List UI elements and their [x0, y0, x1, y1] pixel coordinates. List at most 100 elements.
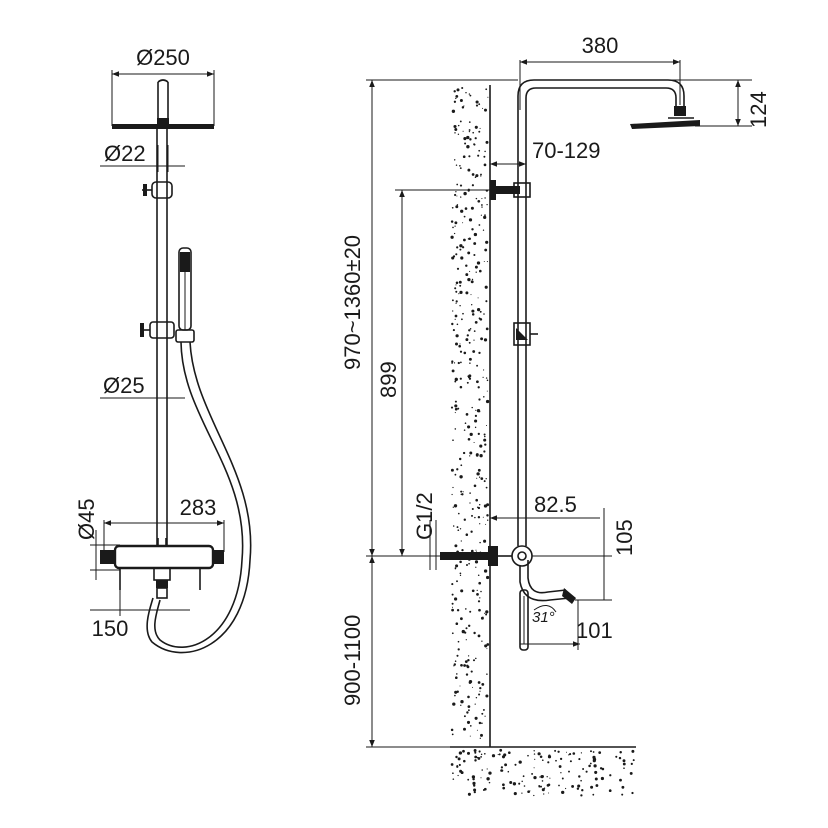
- stipple-dot: [478, 503, 481, 506]
- side-view: 380 124 70-129: [340, 33, 771, 797]
- stipple-dot: [486, 575, 490, 580]
- stipple-dot: [533, 750, 535, 752]
- stipple-dot: [478, 149, 481, 152]
- stipple-dot: [468, 130, 471, 133]
- stipple-dot: [483, 313, 485, 315]
- stipple-dot: [559, 757, 563, 761]
- stipple-dot: [474, 176, 477, 178]
- stipple-dot: [464, 207, 468, 210]
- stipple-dot: [540, 785, 542, 788]
- stipple-dot: [474, 560, 479, 564]
- stipple-dot: [475, 657, 477, 660]
- stipple-dot: [474, 419, 478, 423]
- stipple-dot: [469, 492, 471, 494]
- stipple-dot: [481, 640, 483, 642]
- stipple-dot: [469, 735, 471, 737]
- stipple-dot: [483, 539, 487, 543]
- stipple-dot: [460, 256, 464, 260]
- stipple-dot: [451, 493, 453, 496]
- stipple-dot: [475, 100, 479, 104]
- stipple-dot: [452, 310, 454, 312]
- stipple-dot: [472, 777, 475, 781]
- stipple-dot: [561, 790, 565, 795]
- stipple-dot: [479, 310, 482, 313]
- label-rail-diameter: Ø25: [103, 373, 145, 398]
- stipple-dot: [539, 755, 543, 758]
- dim-head-diameter: Ø250: [111, 45, 215, 126]
- stipple-dot: [476, 729, 478, 731]
- stipple-dot: [456, 195, 458, 197]
- stipple-dot: [480, 204, 483, 206]
- stipple-dot: [455, 377, 457, 379]
- stipple-dot: [460, 589, 464, 593]
- stipple-dot: [454, 694, 456, 697]
- stipple-dot: [477, 386, 480, 389]
- stipple-dot: [482, 708, 485, 711]
- stipple-dot: [456, 323, 459, 326]
- stipple-dot: [455, 97, 457, 100]
- stipple-dot: [473, 253, 476, 257]
- stipple-dot: [484, 644, 488, 648]
- stipple-dot: [466, 720, 471, 724]
- stipple-dot: [470, 294, 472, 296]
- stipple-dot: [578, 775, 581, 778]
- stipple-dot: [455, 676, 458, 679]
- stipple-dot: [469, 94, 472, 97]
- dim-inlet-diameter: Ø45: [74, 498, 120, 580]
- stipple-dot: [454, 690, 458, 694]
- stipple-dot: [454, 404, 458, 408]
- stipple-dot: [504, 763, 508, 767]
- stipple-dot: [463, 105, 465, 107]
- stipple-dot: [451, 608, 454, 612]
- stipple-dot: [485, 240, 489, 244]
- stipple-dot: [594, 770, 598, 774]
- stipple-dot: [476, 409, 481, 413]
- stipple-dot: [451, 369, 455, 373]
- stipple-dot: [483, 260, 485, 263]
- stipple-dot: [469, 610, 472, 613]
- stipple-dot: [486, 261, 488, 263]
- stipple-dot: [484, 197, 486, 199]
- stipple-dot: [465, 639, 467, 641]
- stipple-dot: [472, 131, 475, 134]
- label-inlet-spacing: 150: [92, 616, 129, 641]
- stipple-dot: [480, 477, 484, 480]
- stipple-dot: [459, 528, 462, 530]
- stipple-dot: [456, 673, 458, 675]
- stipple-dot: [486, 768, 488, 770]
- stipple-dot: [600, 776, 605, 781]
- stipple-dot: [482, 616, 484, 618]
- stipple-dot: [460, 700, 464, 704]
- stipple-dot: [488, 781, 491, 784]
- stipple-dot: [454, 225, 456, 227]
- stipple-dot: [457, 757, 461, 761]
- stipple-dot: [569, 760, 572, 763]
- stipple-dot: [621, 793, 624, 796]
- stipple-dot: [485, 88, 488, 91]
- stipple-dot: [470, 280, 474, 284]
- stipple-dot: [580, 752, 583, 754]
- stipple-dot: [451, 322, 454, 326]
- stipple-dot: [483, 433, 486, 436]
- stipple-dot: [462, 155, 466, 159]
- stipple-dot: [457, 529, 460, 532]
- stipple-dot: [484, 443, 487, 446]
- stipple-dot: [568, 770, 570, 773]
- stipple-dot: [473, 441, 475, 444]
- stipple-dot: [533, 767, 535, 769]
- stipple-dot: [459, 99, 463, 102]
- stipple-dot: [631, 791, 634, 795]
- stipple-dot: [466, 381, 469, 384]
- stipple-dot: [464, 422, 467, 425]
- stipple-dot: [452, 778, 455, 780]
- stipple-dot: [548, 792, 550, 794]
- stipple-dot: [477, 600, 481, 603]
- stipple-dot: [459, 574, 462, 577]
- stipple-dot: [456, 765, 459, 768]
- stipple-dot: [582, 768, 585, 770]
- stipple-dot: [469, 327, 472, 330]
- stipple-dot: [479, 523, 481, 525]
- stipple-dot: [460, 540, 462, 542]
- stipple-dot: [473, 339, 475, 341]
- stipple-dot: [467, 238, 470, 240]
